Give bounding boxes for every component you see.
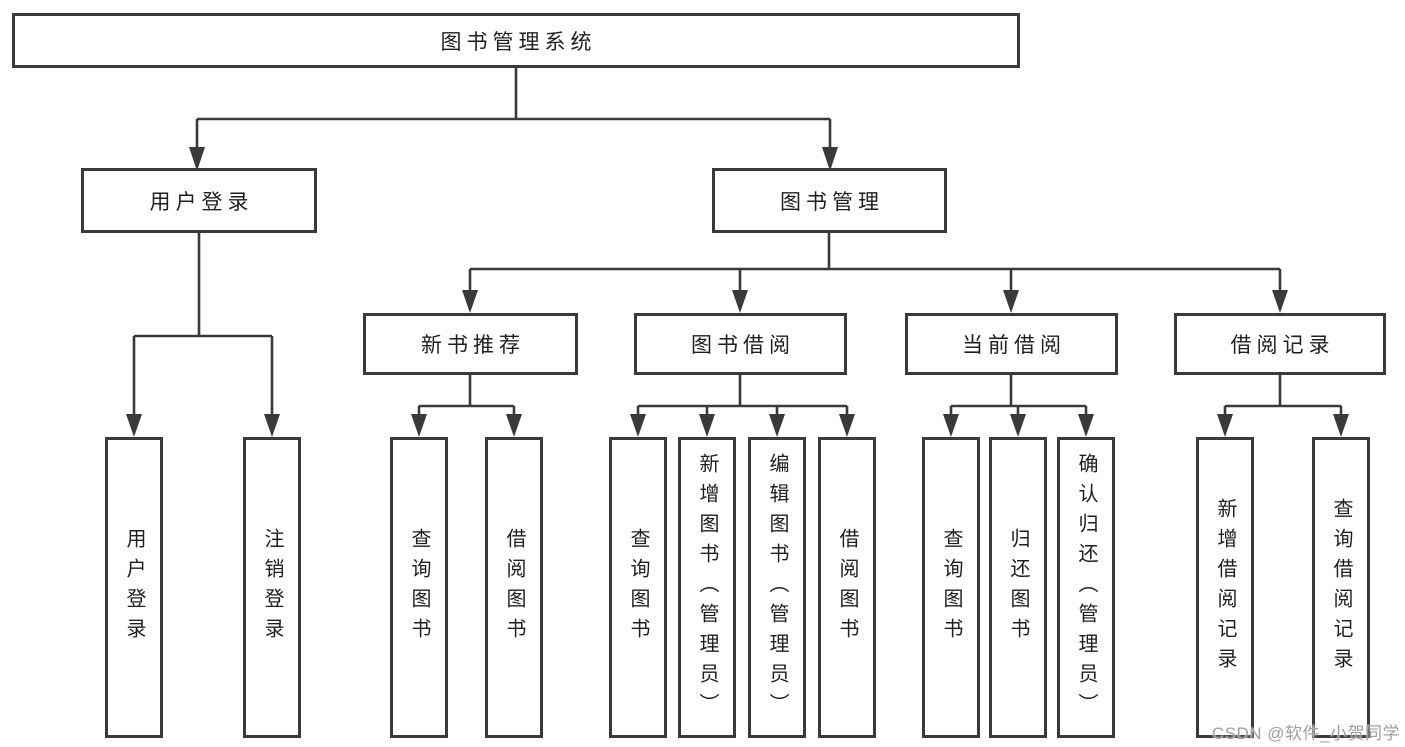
connector-new-book-recommend: [417, 375, 516, 418]
connector-user-login: [132, 233, 274, 417]
node-current-borrow: 当前借阅: [905, 313, 1118, 375]
node-label: 当前借阅: [962, 334, 1066, 357]
leaf-confirm-return-admin: 确认归还（管理员）: [1057, 437, 1115, 738]
node-label: 新增借阅记录: [1214, 497, 1236, 678]
node-label: 编辑图书（管理员）: [766, 452, 788, 723]
leaf-return-books: 归还图书: [989, 437, 1047, 738]
node-label: 确认归还（管理员）: [1075, 452, 1097, 723]
node-system-root: 图书管理系统: [12, 13, 1020, 68]
node-label: 新书推荐: [421, 334, 525, 357]
node-label: 查询图书: [940, 527, 962, 648]
node-book-management: 图书管理: [712, 168, 947, 233]
leaf-edit-book-admin: 编辑图书（管理员）: [748, 437, 806, 738]
node-user-login: 用户登录: [81, 168, 317, 233]
node-label: 归还图书: [1007, 527, 1029, 648]
node-label: 查询借阅记录: [1330, 497, 1352, 678]
node-label: 用户登录: [123, 527, 145, 648]
leaf-user-login: 用户登录: [105, 437, 163, 738]
node-label: 借阅记录: [1230, 334, 1335, 357]
node-borrow-records: 借阅记录: [1174, 313, 1386, 375]
leaf-query-books-current: 查询图书: [922, 437, 980, 738]
node-label: 图书管理系统: [440, 30, 597, 54]
node-label: 查询图书: [627, 527, 649, 648]
leaf-borrow-books-recommend: 借阅图书: [485, 437, 543, 738]
node-book-borrow: 图书借阅: [634, 313, 847, 375]
leaf-add-borrow-record: 新增借阅记录: [1196, 437, 1254, 738]
leaf-query-borrow-record: 查询借阅记录: [1312, 437, 1370, 738]
node-label: 借阅图书: [836, 527, 858, 648]
node-label: 借阅图书: [503, 527, 525, 648]
node-new-book-recommend: 新书推荐: [363, 313, 578, 375]
connector-book-management: [468, 233, 1282, 291]
node-label: 图书借阅: [691, 334, 795, 357]
connector-root: [195, 68, 832, 150]
node-label: 注销登录: [261, 527, 283, 648]
connector-current-borrow: [949, 375, 1088, 418]
leaf-add-book-admin: 新增图书（管理员）: [678, 437, 736, 738]
node-label: 新增图书（管理员）: [696, 452, 718, 723]
node-label: 查询图书: [408, 527, 430, 648]
leaf-query-books-borrow: 查询图书: [609, 437, 667, 738]
node-label: 用户登录: [149, 190, 254, 214]
connector-book-borrow: [636, 375, 849, 418]
leaf-borrow-books: 借阅图书: [818, 437, 876, 738]
leaf-logout: 注销登录: [243, 437, 301, 738]
connector-borrow-records: [1223, 375, 1343, 418]
leaf-query-books-recommend: 查询图书: [390, 437, 448, 738]
node-label: 图书管理: [780, 190, 884, 214]
watermark-text: CSDN @软件_小贺同学: [1211, 724, 1400, 743]
